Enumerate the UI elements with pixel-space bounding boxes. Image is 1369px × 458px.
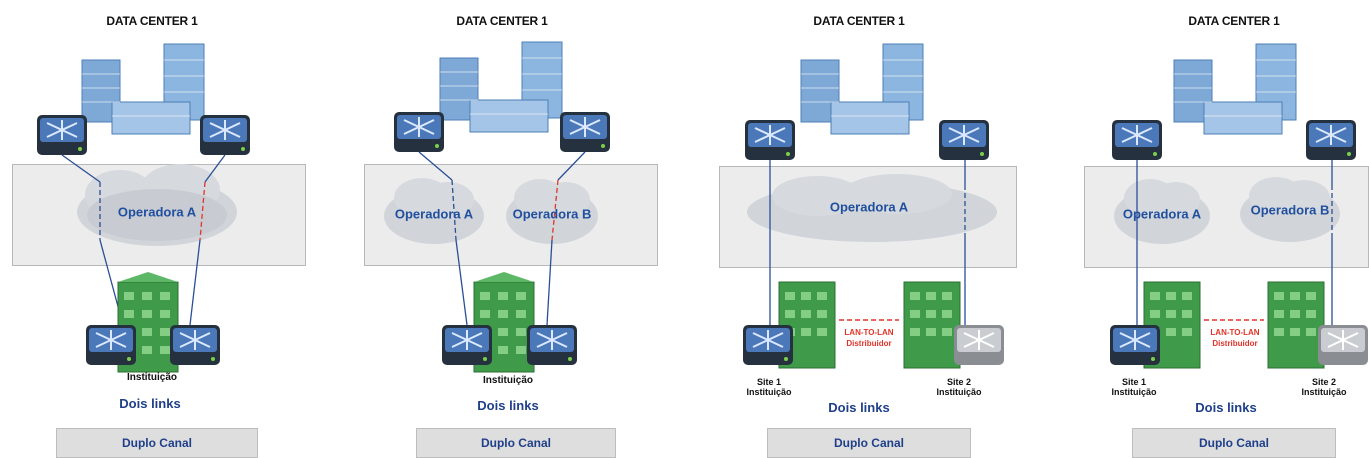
- site2-title: Site 2: [1311, 377, 1337, 387]
- institution-building-icon: [778, 281, 836, 369]
- router-icon: [200, 115, 250, 155]
- lan-to-lan-title: LAN-TO-LAN: [844, 328, 894, 337]
- cloud-icon: [384, 178, 484, 244]
- duplo-canal-box: Duplo Canal: [1132, 428, 1336, 458]
- diagram-graphics: [384, 41, 610, 373]
- router-icon: [939, 120, 989, 160]
- datacenter-building-icon: [800, 43, 924, 135]
- site1-title: Site 1: [756, 377, 782, 387]
- router-icon: [86, 325, 136, 365]
- cloud-icon: [77, 164, 237, 246]
- operator-a-label: Operadora A: [1122, 206, 1202, 222]
- datacenter-title: DATA CENTER 1: [106, 14, 198, 28]
- cloud-icon: [1240, 177, 1340, 242]
- router-icon: [37, 115, 87, 155]
- site1-title: Site 1: [1121, 377, 1147, 387]
- operator-b-label: Operadora B: [1250, 202, 1330, 218]
- diagram-graphics: [1110, 43, 1368, 369]
- institution-label: Instituição: [126, 372, 178, 383]
- scenario-4-panel: DATA CENTER 1: [1040, 0, 1369, 458]
- router-icon: [1306, 120, 1356, 160]
- institution-label: Instituição: [482, 375, 534, 386]
- lan-to-lan-title: LAN-TO-LAN: [1210, 328, 1260, 337]
- router-icon: [527, 325, 577, 365]
- operator-a-label: Operadora A: [829, 199, 909, 215]
- institution-building-icon: [903, 281, 961, 369]
- lan-to-lan-label: LAN-TO-LAN Distribuidor: [844, 327, 893, 349]
- diagram-graphics: [37, 43, 250, 373]
- distribuidor-label: Distribuidor: [846, 339, 892, 348]
- router-icon: [745, 120, 795, 160]
- links-label: Dois links: [1195, 400, 1257, 415]
- duplo-canal-box: Duplo Canal: [56, 428, 258, 458]
- distribuidor-label: Distribuidor: [1212, 339, 1258, 348]
- operator-a-label: Operadora A: [117, 204, 197, 220]
- links-label: Dois links: [119, 396, 181, 411]
- datacenter-building-icon: [81, 43, 205, 135]
- lan-to-lan-label: LAN-TO-LAN Distribuidor: [1210, 327, 1259, 349]
- site2-title: Site 2: [946, 377, 972, 387]
- datacenter-building-icon: [439, 41, 563, 133]
- site2-institution: Instituição: [936, 387, 982, 397]
- scenario-3-panel: DATA CENTER 1: [707, 0, 1049, 458]
- diagram-graphics: [743, 43, 1004, 369]
- router-icon: [560, 112, 610, 152]
- datacenter-title: DATA CENTER 1: [813, 14, 905, 28]
- router-icon: [394, 112, 444, 152]
- site2-label: Site 2 Instituição: [936, 377, 981, 397]
- scenario-2-panel: DATA CENTER 1: [352, 0, 694, 458]
- site1-institution: Instituição: [746, 387, 792, 397]
- links-label: Dois links: [477, 398, 539, 413]
- operator-b-label: Operadora B: [512, 206, 592, 222]
- router-icon: [743, 325, 793, 365]
- router-icon: [1318, 325, 1368, 365]
- duplo-canal-box: Duplo Canal: [416, 428, 616, 458]
- links-label: Dois links: [828, 400, 890, 415]
- site2-label: Site 2 Instituição: [1301, 377, 1346, 397]
- institution-building-icon: [1267, 281, 1325, 369]
- datacenter-building-icon: [1173, 43, 1297, 135]
- duplo-canal-box: Duplo Canal: [767, 428, 971, 458]
- router-icon: [1112, 120, 1162, 160]
- operator-a-label: Operadora A: [394, 206, 474, 222]
- router-icon: [954, 325, 1004, 365]
- datacenter-title: DATA CENTER 1: [1188, 14, 1280, 28]
- router-icon: [442, 325, 492, 365]
- site2-institution: Instituição: [1301, 387, 1347, 397]
- router-icon: [170, 325, 220, 365]
- site1-label: Site 1 Instituição: [1111, 377, 1156, 397]
- datacenter-title: DATA CENTER 1: [456, 14, 548, 28]
- scenario-1-panel: DATA CENTER 1: [0, 0, 342, 458]
- site1-institution: Instituição: [1111, 387, 1157, 397]
- cloud-icon: [506, 179, 598, 244]
- router-icon: [1110, 325, 1160, 365]
- site1-label: Site 1 Instituição: [746, 377, 791, 397]
- cloud-icon: [747, 174, 997, 242]
